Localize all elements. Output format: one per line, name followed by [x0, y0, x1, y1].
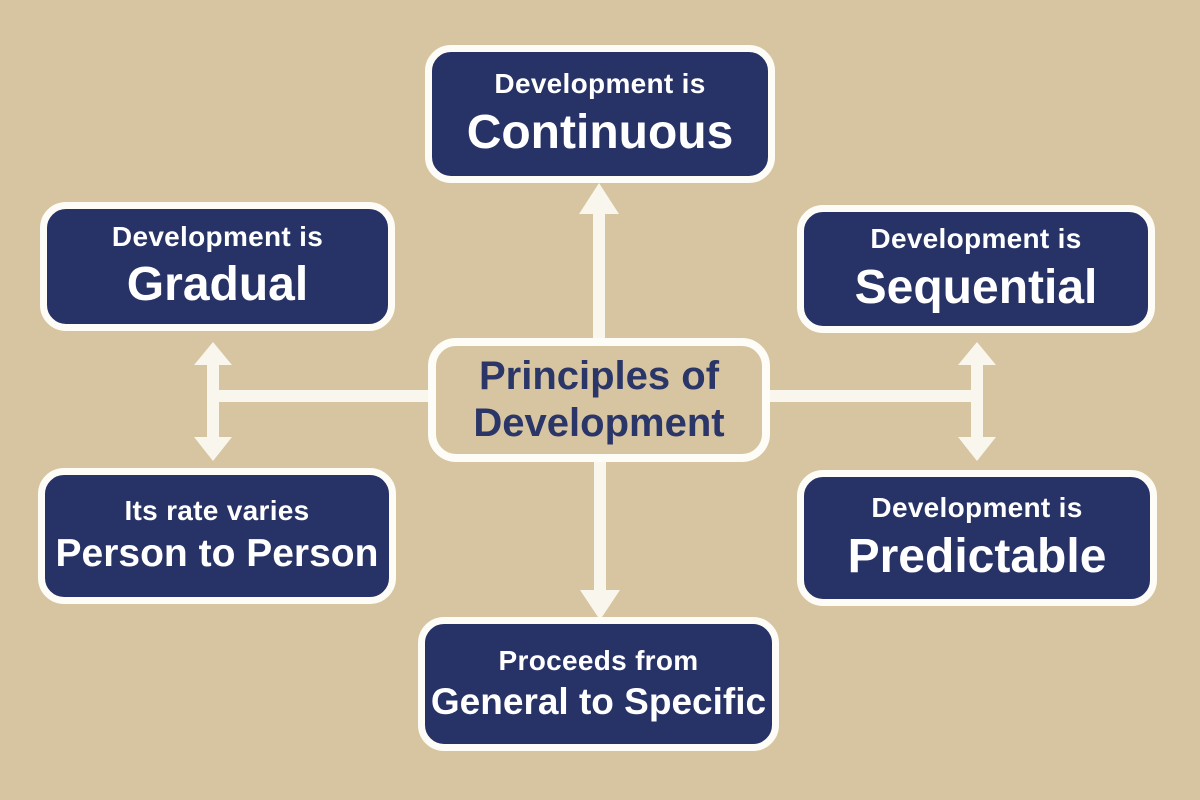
- center-title-line1: Principles of: [478, 353, 720, 398]
- node-title: General to Specific: [430, 680, 767, 722]
- center-node-principles-of-development: Principles of Development: [428, 338, 770, 462]
- node-subtitle: Its rate varies: [124, 495, 310, 527]
- node-title: Predictable: [847, 529, 1107, 583]
- node-rate-varies-person-to-person: Its rate varies Person to Person: [38, 468, 396, 604]
- node-title: Gradual: [126, 258, 309, 311]
- arrow-right-branch-icon: [766, 342, 996, 461]
- node-title: Sequential: [854, 260, 1098, 314]
- node-development-sequential: Development is Sequential: [797, 205, 1155, 333]
- node-title: Person to Person: [55, 531, 379, 575]
- node-subtitle: Proceeds from: [498, 644, 699, 676]
- node-subtitle: Development is: [871, 492, 1083, 524]
- node-development-continuous: Development is Continuous: [425, 45, 775, 183]
- arrow-up-icon: [579, 183, 619, 340]
- node-title: Continuous: [466, 105, 734, 159]
- node-general-to-specific: Proceeds from General to Specific: [418, 617, 779, 751]
- node-subtitle: Development is: [111, 220, 324, 252]
- center-title-line2: Development: [473, 401, 725, 445]
- node-development-gradual: Development is Gradual: [40, 202, 395, 331]
- arrow-down-icon: [580, 460, 620, 620]
- node-subtitle: Development is: [494, 68, 706, 100]
- node-development-predictable: Development is Predictable: [797, 470, 1157, 606]
- node-subtitle: Development is: [870, 223, 1082, 255]
- arrow-left-branch-icon: [194, 342, 434, 461]
